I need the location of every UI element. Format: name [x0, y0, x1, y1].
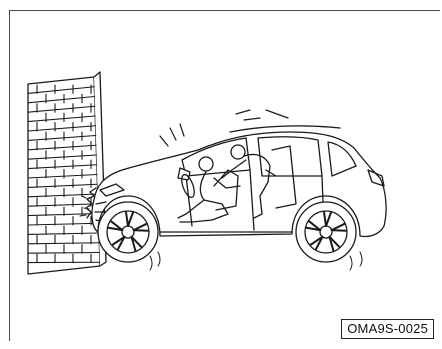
brick-wall-icon [28, 72, 106, 274]
figure-code-label: OMA9S-0025 [341, 319, 434, 339]
